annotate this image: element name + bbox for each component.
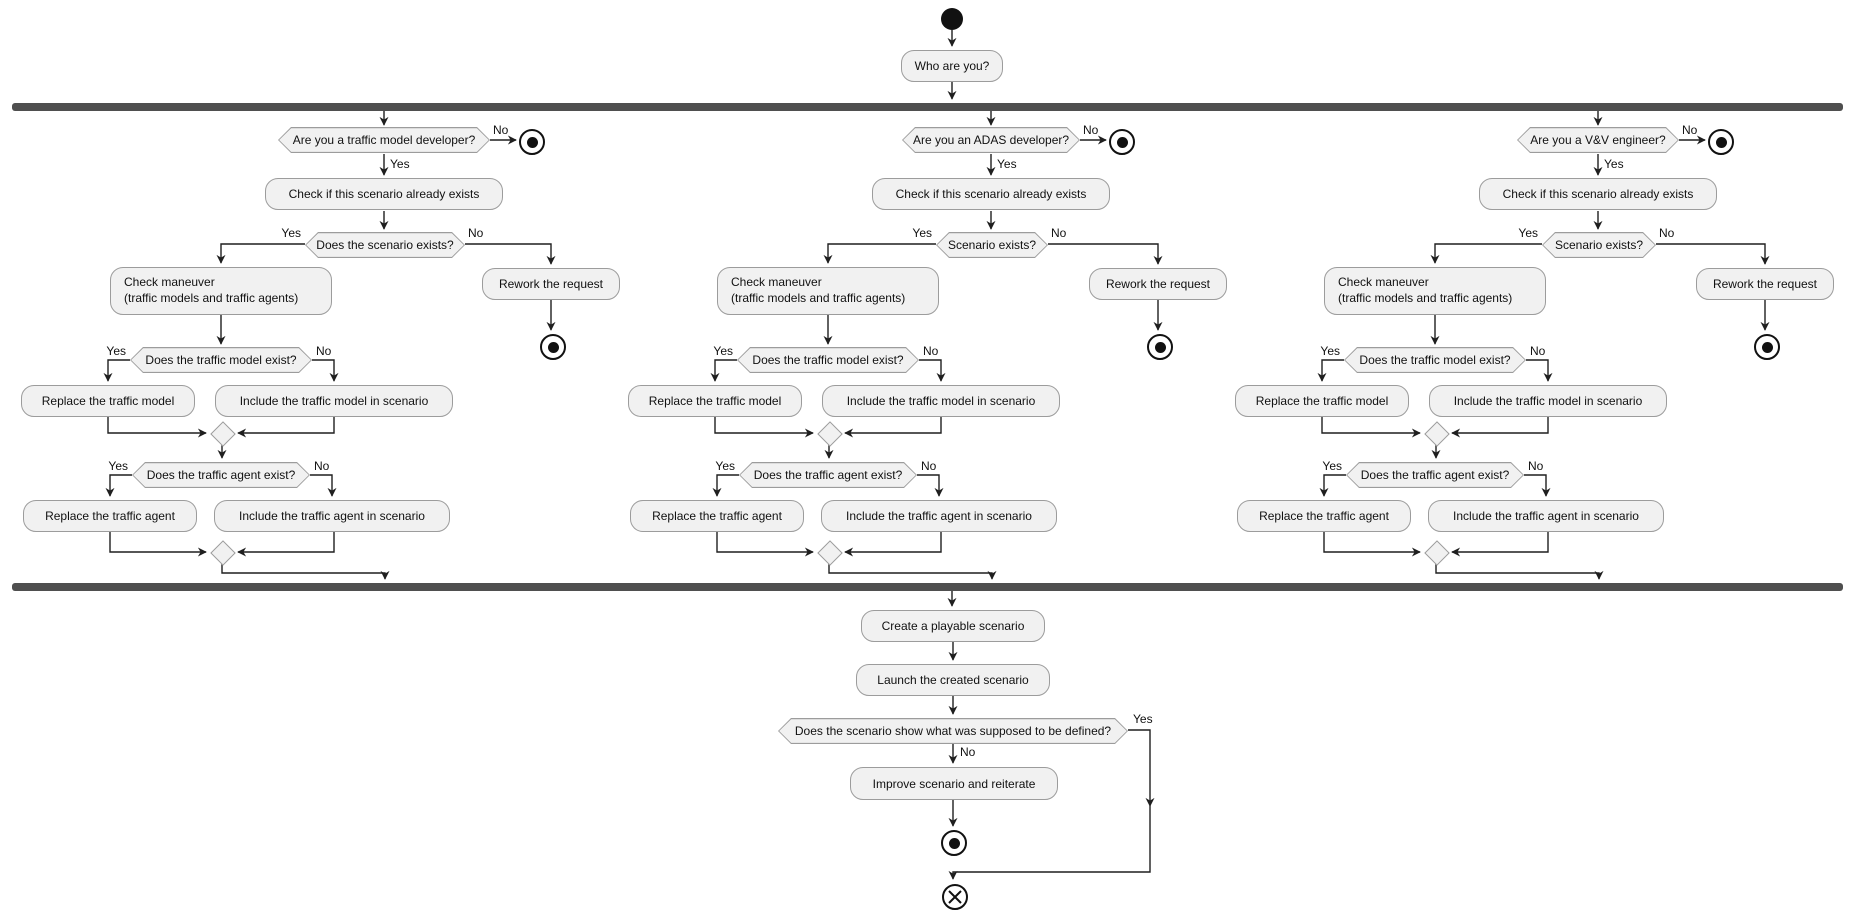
label-yes: Yes bbox=[997, 157, 1017, 171]
end-node-role-no bbox=[1708, 129, 1734, 155]
decision-traffic-model-exists: Does the traffic model exist? bbox=[737, 347, 919, 373]
join-bar bbox=[12, 583, 1843, 591]
activity-rework-request: Rework the request bbox=[1089, 268, 1227, 300]
label-yes: Yes bbox=[106, 344, 126, 358]
merge-diamond-agent bbox=[1424, 540, 1450, 566]
label-yes: Yes bbox=[1518, 226, 1538, 240]
activity-include-traffic-agent: Include the traffic agent in scenario bbox=[214, 500, 450, 532]
label-no: No bbox=[1530, 344, 1546, 358]
activity-rework-request: Rework the request bbox=[1696, 268, 1834, 300]
end-node-rework bbox=[1147, 334, 1173, 360]
merge-diamond-agent bbox=[210, 540, 236, 566]
decision-scenario-shows-defined-label: Does the scenario show what was supposed… bbox=[779, 719, 1127, 743]
label-yes: Yes bbox=[1604, 157, 1624, 171]
label-no: No bbox=[923, 344, 939, 358]
merge-diamond-model bbox=[210, 421, 236, 447]
decision-traffic-agent-exists-label: Does the traffic agent exist? bbox=[740, 463, 916, 487]
main-connectors bbox=[947, 30, 1155, 880]
decision-scenario-exists: Scenario exists? bbox=[936, 232, 1048, 258]
activity-rework-request: Rework the request bbox=[482, 268, 620, 300]
merge-diamond-model bbox=[817, 421, 843, 447]
label-yes: Yes bbox=[390, 157, 410, 171]
activity-replace-traffic-agent: Replace the traffic agent bbox=[23, 500, 197, 532]
activity-create-scenario: Create a playable scenario bbox=[861, 610, 1045, 642]
activity-launch-scenario: Launch the created scenario bbox=[856, 664, 1050, 696]
flow-final-node bbox=[942, 884, 968, 910]
activity-check-maneuver: Check maneuver (traffic models and traff… bbox=[110, 267, 332, 315]
decision-traffic-model-exists-label: Does the traffic model exist? bbox=[738, 348, 918, 372]
end-node-rework bbox=[540, 334, 566, 360]
activity-include-traffic-model: Include the traffic model in scenario bbox=[822, 385, 1060, 417]
activity-check-maneuver: Check maneuver (traffic models and traff… bbox=[717, 267, 939, 315]
activity-replace-traffic-model: Replace the traffic model bbox=[628, 385, 802, 417]
fork-bar bbox=[12, 103, 1843, 111]
activity-include-traffic-agent: Include the traffic agent in scenario bbox=[821, 500, 1057, 532]
decision-are-you-role: Are you a V&V engineer? bbox=[1517, 127, 1679, 153]
decision-are-you-role-label: Are you a V&V engineer? bbox=[1518, 128, 1678, 152]
activity-check-maneuver: Check maneuver (traffic models and traff… bbox=[1324, 267, 1546, 315]
decision-traffic-agent-exists: Does the traffic agent exist? bbox=[1346, 462, 1524, 488]
activity-include-traffic-agent: Include the traffic agent in scenario bbox=[1428, 500, 1664, 532]
activity-check-exists: Check if this scenario already exists bbox=[265, 178, 503, 210]
label-no: No bbox=[1682, 123, 1698, 137]
decision-traffic-model-exists-label: Does the traffic model exist? bbox=[1345, 348, 1525, 372]
activity-include-traffic-model: Include the traffic model in scenario bbox=[1429, 385, 1667, 417]
decision-scenario-exists-label: Scenario exists? bbox=[937, 233, 1047, 257]
decision-are-you-role: Are you an ADAS developer? bbox=[902, 127, 1080, 153]
label-yes: Yes bbox=[108, 459, 128, 473]
activity-replace-traffic-model: Replace the traffic model bbox=[21, 385, 195, 417]
label-no: No bbox=[316, 344, 332, 358]
decision-are-you-role-label: Are you an ADAS developer? bbox=[903, 128, 1079, 152]
end-node-role-no bbox=[519, 129, 545, 155]
decision-are-you-role: Are you a traffic model developer? bbox=[278, 127, 490, 153]
label-yes: Yes bbox=[1133, 712, 1153, 726]
decision-traffic-model-exists: Does the traffic model exist? bbox=[1344, 347, 1526, 373]
decision-scenario-exists: Scenario exists? bbox=[1542, 232, 1656, 258]
label-yes: Yes bbox=[1320, 344, 1340, 358]
decision-traffic-model-exists-label: Does the traffic model exist? bbox=[131, 348, 311, 372]
decision-traffic-agent-exists: Does the traffic agent exist? bbox=[132, 462, 310, 488]
activity-replace-traffic-agent: Replace the traffic agent bbox=[630, 500, 804, 532]
merge-diamond-model bbox=[1424, 421, 1450, 447]
label-no: No bbox=[493, 123, 509, 137]
decision-scenario-exists-label: Does the scenario exists? bbox=[306, 233, 464, 257]
end-node-rework bbox=[1754, 334, 1780, 360]
label-no: No bbox=[921, 459, 937, 473]
decision-traffic-agent-exists: Does the traffic agent exist? bbox=[739, 462, 917, 488]
decision-traffic-agent-exists-label: Does the traffic agent exist? bbox=[1347, 463, 1523, 487]
activity-who-are-you: Who are you? bbox=[901, 50, 1003, 82]
activity-check-exists: Check if this scenario already exists bbox=[872, 178, 1110, 210]
activity-replace-traffic-model: Replace the traffic model bbox=[1235, 385, 1409, 417]
label-no: No bbox=[1083, 123, 1099, 137]
activity-replace-traffic-agent: Replace the traffic agent bbox=[1237, 500, 1411, 532]
label-yes: Yes bbox=[713, 344, 733, 358]
label-yes: Yes bbox=[912, 226, 932, 240]
initial-node bbox=[941, 8, 963, 30]
activity-check-exists: Check if this scenario already exists bbox=[1479, 178, 1717, 210]
decision-traffic-agent-exists-label: Does the traffic agent exist? bbox=[133, 463, 309, 487]
activity-include-traffic-model: Include the traffic model in scenario bbox=[215, 385, 453, 417]
label-no: No bbox=[468, 226, 484, 240]
decision-are-you-role-label: Are you a traffic model developer? bbox=[279, 128, 489, 152]
final-node bbox=[941, 830, 967, 856]
label-yes: Yes bbox=[1322, 459, 1342, 473]
merge-diamond-agent bbox=[817, 540, 843, 566]
decision-traffic-model-exists: Does the traffic model exist? bbox=[130, 347, 312, 373]
activity-improve-reiterate: Improve scenario and reiterate bbox=[850, 767, 1058, 800]
label-no: No bbox=[1659, 226, 1675, 240]
label-no: No bbox=[1528, 459, 1544, 473]
label-yes: Yes bbox=[281, 226, 301, 240]
label-no: No bbox=[1051, 226, 1067, 240]
label-yes: Yes bbox=[715, 459, 735, 473]
label-no: No bbox=[960, 745, 976, 759]
end-node-role-no bbox=[1109, 129, 1135, 155]
decision-scenario-exists-label: Scenario exists? bbox=[1543, 233, 1655, 257]
decision-scenario-exists: Does the scenario exists? bbox=[305, 232, 465, 258]
decision-scenario-shows-defined: Does the scenario show what was supposed… bbox=[778, 718, 1128, 744]
label-no: No bbox=[314, 459, 330, 473]
